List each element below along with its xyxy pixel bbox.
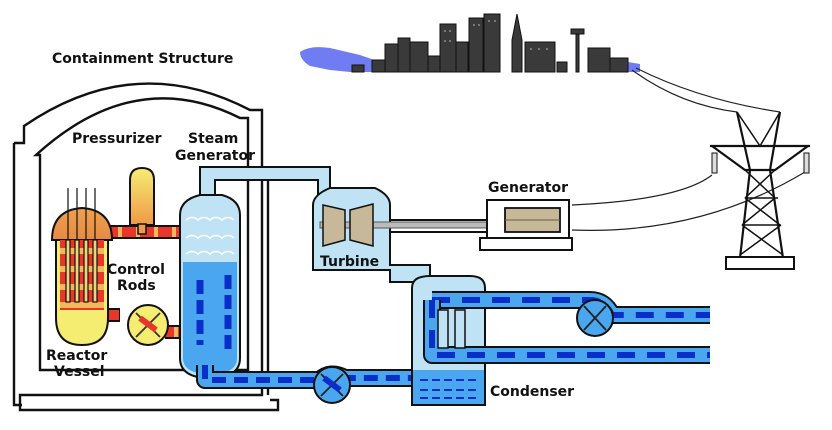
label-pressurizer: Pressurizer bbox=[72, 131, 162, 147]
pressurizer bbox=[129, 166, 155, 235]
feedwater-loop bbox=[196, 365, 420, 404]
containment-structure bbox=[12, 82, 280, 412]
city-water-right bbox=[628, 62, 640, 72]
cooling-pump bbox=[576, 299, 614, 337]
control-rods bbox=[65, 188, 98, 303]
city-skyline bbox=[300, 13, 640, 73]
label-reactor-vessel-2: Vessel bbox=[54, 364, 105, 380]
label-turbine: Turbine bbox=[320, 254, 379, 270]
city-water bbox=[300, 47, 380, 72]
steam-generator bbox=[179, 194, 241, 380]
transmission-tower bbox=[710, 111, 810, 270]
label-steam-generator-2: Generator bbox=[175, 148, 255, 164]
label-control-rods-1: Control bbox=[107, 262, 165, 278]
feedwater-pump bbox=[313, 366, 351, 404]
label-generator: Generator bbox=[488, 180, 568, 196]
label-steam-generator-1: Steam bbox=[188, 131, 238, 147]
reactor-vessel bbox=[50, 188, 114, 347]
primary-pump bbox=[127, 304, 169, 346]
generator bbox=[479, 199, 573, 251]
power-lines bbox=[571, 67, 806, 231]
label-reactor-vessel-1: Reactor bbox=[46, 348, 107, 364]
label-control-rods-2: Rods bbox=[117, 278, 156, 294]
label-condenser: Condenser bbox=[490, 384, 574, 400]
label-containment-structure: Containment Structure bbox=[52, 51, 233, 67]
cooling-water-loop bbox=[423, 291, 710, 364]
